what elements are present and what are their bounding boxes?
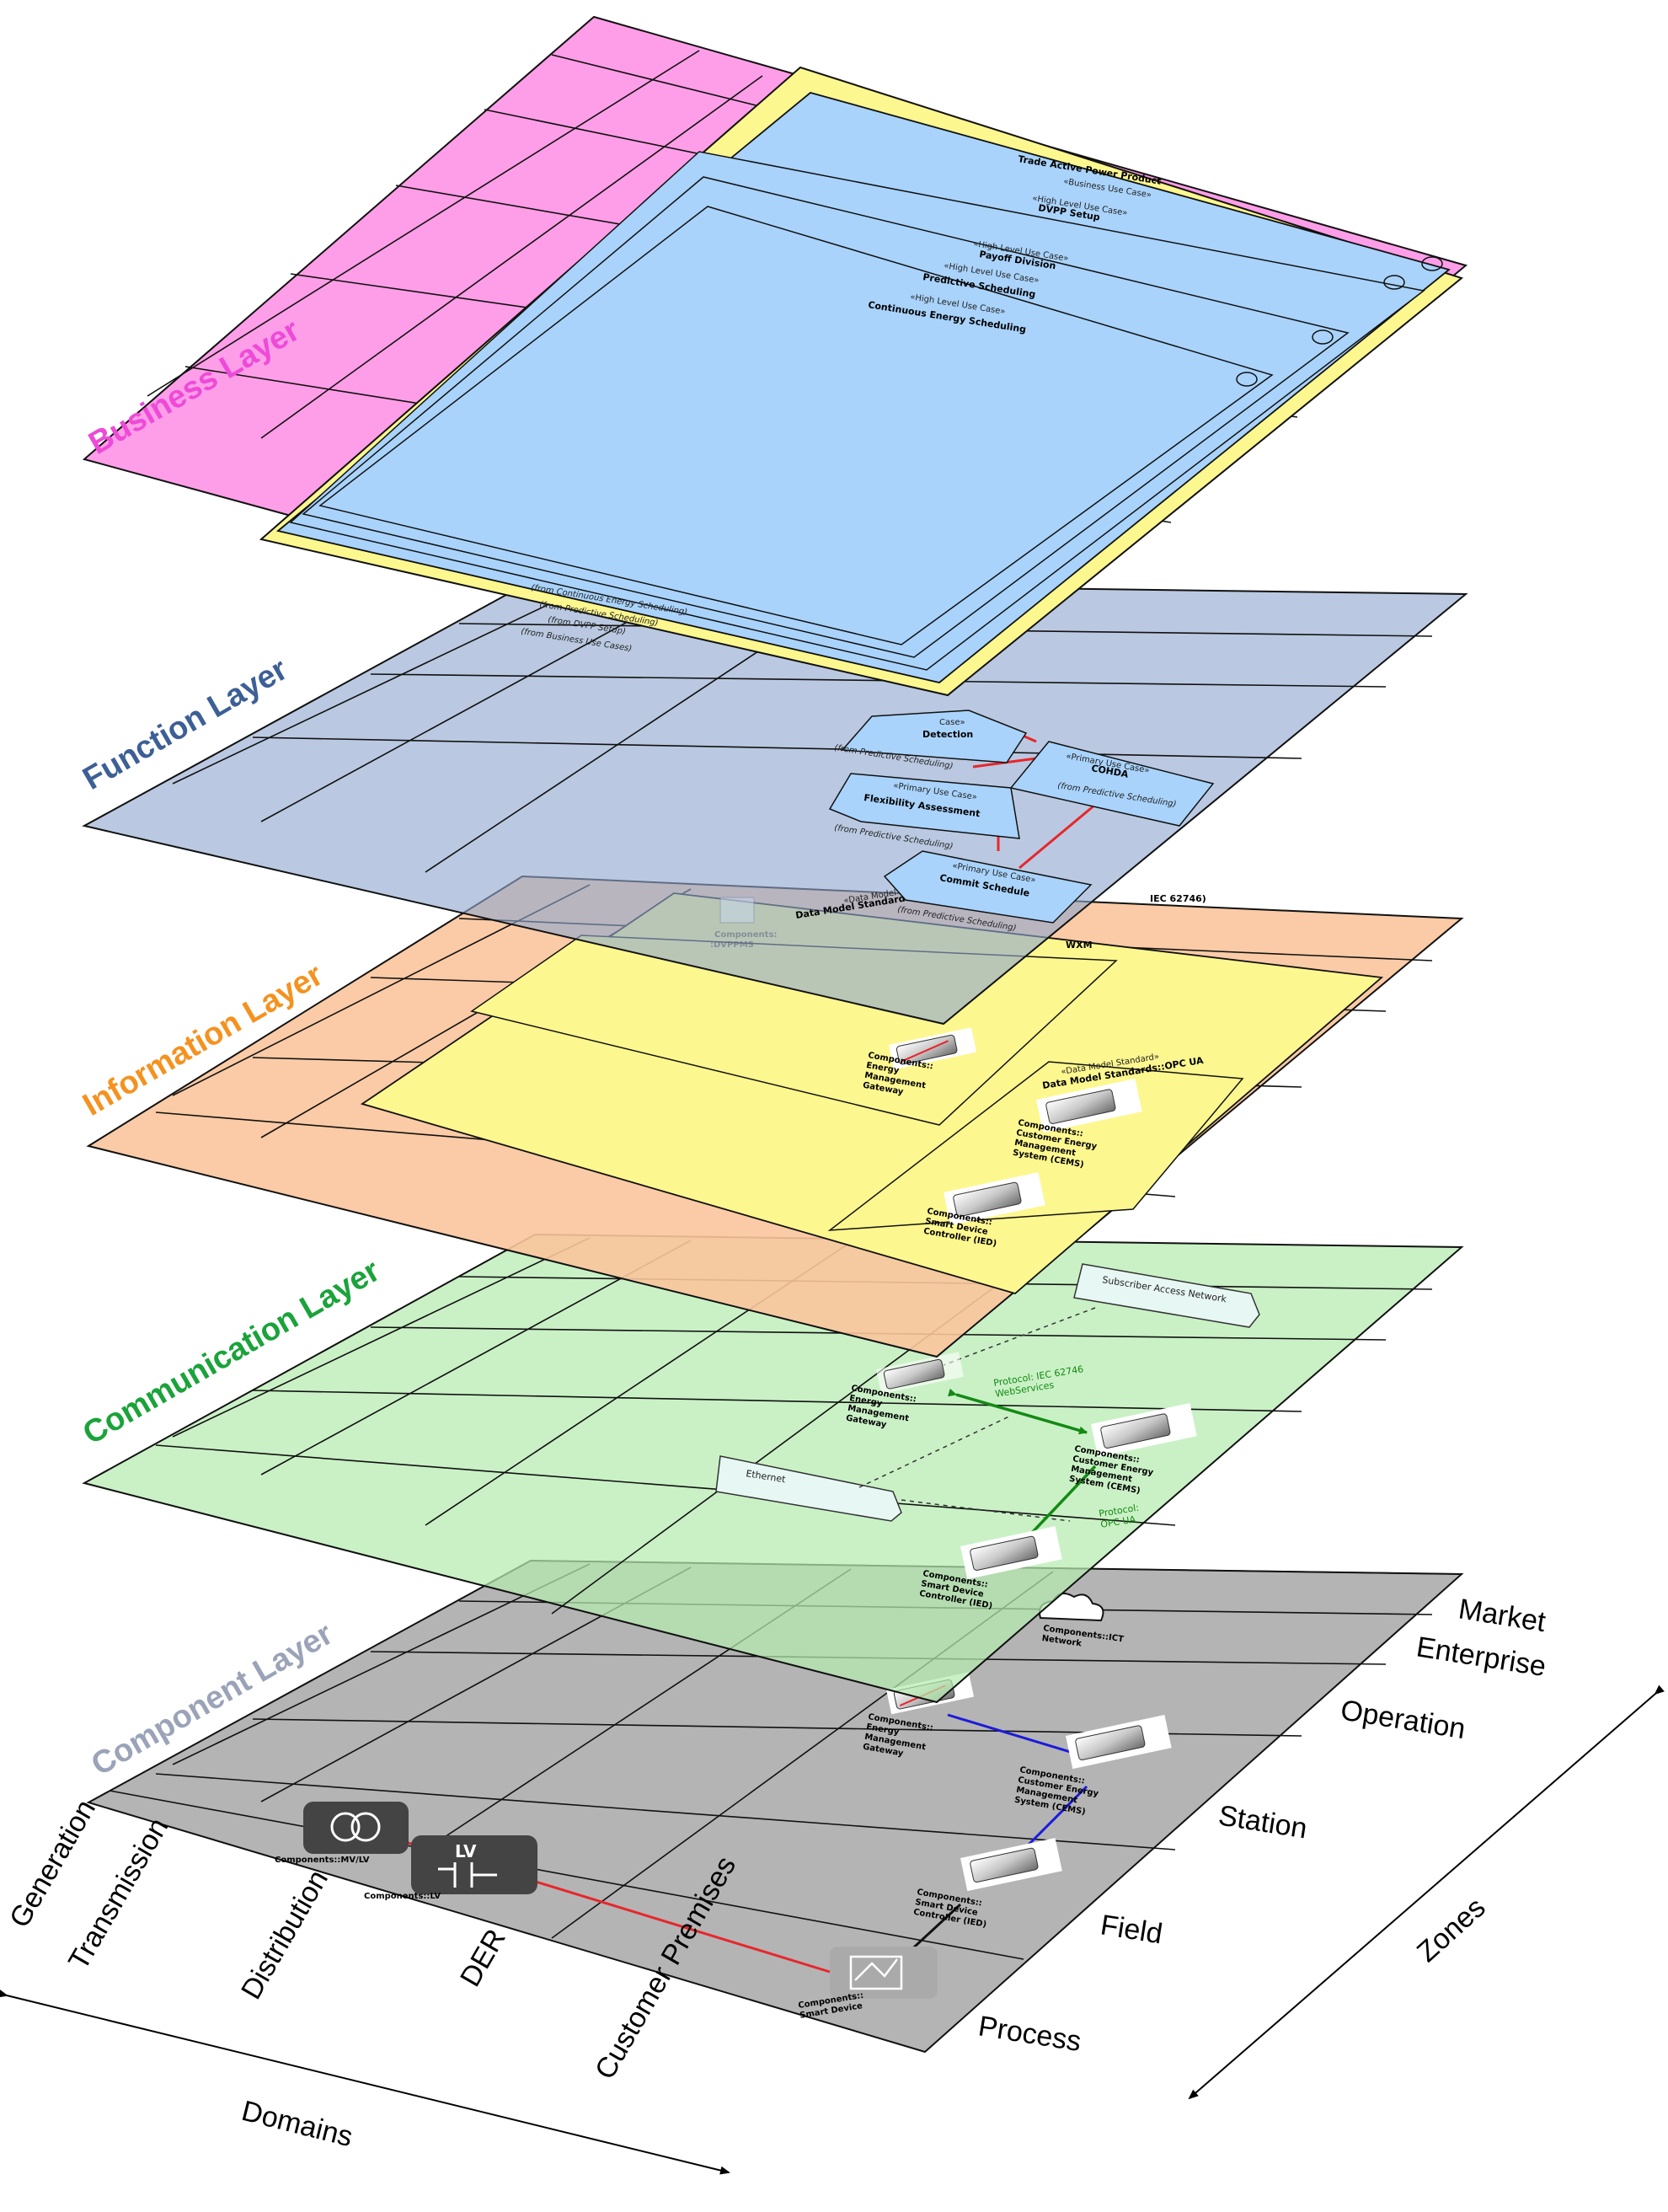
- smart-device-icon: [830, 1947, 938, 1999]
- svg-text:Components: :DVPPMS: Components: :DVPPMS: [710, 930, 780, 950]
- continuous-box[interactable]: [318, 206, 1274, 645]
- detection-usecase[interactable]: [841, 710, 1028, 763]
- zone-process: Process: [976, 2010, 1083, 2058]
- mvlv-label: Components::MV/LV: [275, 1856, 370, 1865]
- cohda-usecase[interactable]: [1009, 741, 1215, 827]
- zone-enterprise: Enterprise: [1414, 1631, 1548, 1683]
- detection-stereo: Case»: [939, 718, 965, 727]
- protocol-iec-link: [947, 1388, 1088, 1435]
- zone-station: Station: [1216, 1799, 1310, 1845]
- component-layer: Components::MV/LV LV Components::LV Comp…: [86, 1559, 1464, 2054]
- zone-field: Field: [1099, 1909, 1165, 1950]
- info-ied-icon: [944, 1172, 1045, 1226]
- zone-market: Market: [1457, 1593, 1548, 1638]
- domains-axis-arrow: [0, 1989, 730, 2175]
- domain-distribution: Distribution: [235, 1865, 334, 2005]
- flexibility-usecase[interactable]: [828, 773, 1020, 839]
- domain-generation: Generation: [3, 1794, 102, 1933]
- iec62746-label: IEC 62746): [1150, 893, 1206, 904]
- communication-emg-icon: [876, 1352, 965, 1395]
- lv-glyph: LV: [455, 1841, 477, 1861]
- dvpp-comp-2: :DVPPMS: [710, 940, 754, 950]
- info-emg-icon: [889, 1027, 977, 1070]
- svg-text:Components:: Energy: Components:: Energy Management Gateway: [845, 1384, 920, 1435]
- zones-axis-arrow: [1188, 1684, 1665, 2100]
- subscriber-access-note: [1073, 1263, 1260, 1328]
- dvppms-icon: [719, 897, 755, 924]
- zone-operation: Operation: [1339, 1694, 1468, 1745]
- detection-name: Detection: [922, 729, 973, 740]
- lv-label: Components::LV: [364, 1892, 441, 1901]
- function-plane: [82, 580, 1468, 1026]
- mvlv-transformer-icon: [303, 1802, 409, 1854]
- dvpp-comp-1: Components:: [714, 930, 777, 940]
- usecase-ellipse-icons: [1236, 256, 1443, 387]
- communication-ied-icon: [960, 1526, 1062, 1580]
- ethernet-note: [715, 1455, 902, 1522]
- lv-device-icon: LV: [411, 1835, 537, 1894]
- svg-text:Components:: Energy: Components:: Energy Management Gateway: [862, 1051, 937, 1102]
- wxm-label: WXM: [1066, 940, 1093, 951]
- info-cems-icon: [1036, 1079, 1142, 1133]
- domain-der: DER: [454, 1924, 512, 1992]
- zones-axis-label: Zones: [1411, 1891, 1492, 1968]
- component-cems-icon: [1066, 1715, 1172, 1770]
- component-ied-icon: [960, 1838, 1062, 1892]
- communication-layer: Subscriber Access Network Ethernet Proto…: [78, 1233, 1464, 1704]
- communication-cems-icon: [1091, 1403, 1197, 1458]
- domains-axis-label: Domains: [238, 2095, 356, 2153]
- note-connectors: [858, 1307, 1096, 1522]
- commit-usecase[interactable]: [883, 850, 1093, 924]
